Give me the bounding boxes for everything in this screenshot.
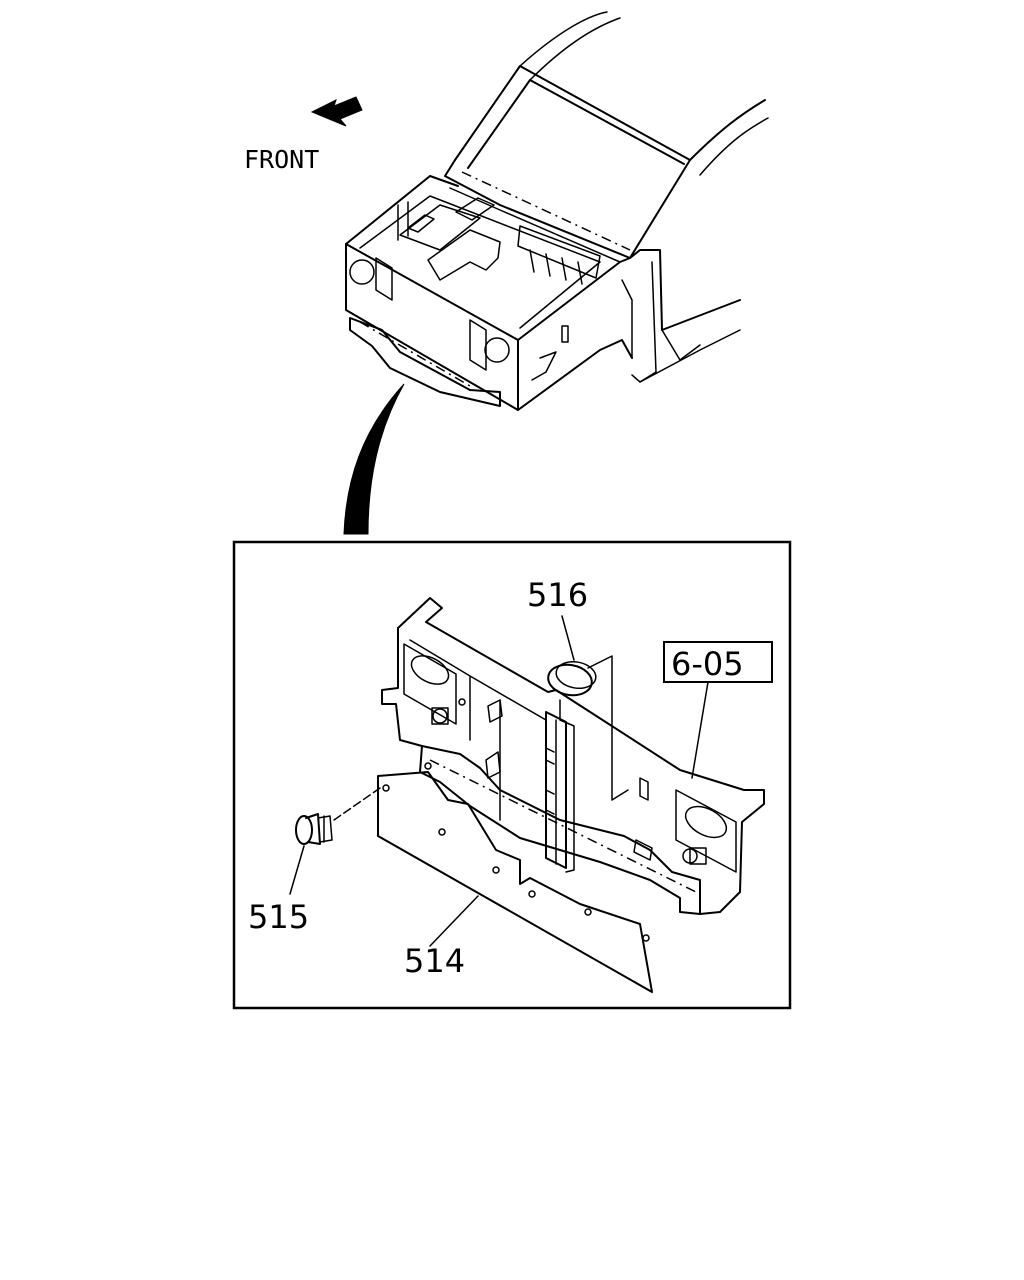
front-label: FRONT (244, 145, 319, 174)
leader-515 (289, 845, 305, 895)
clip-515 (295, 813, 333, 845)
detail-frame (232, 540, 792, 1010)
part-number-516: 516 (527, 576, 588, 614)
part-number-515: 515 (248, 898, 309, 936)
radiator-support-illustration (381, 597, 765, 915)
reference-6-05: 6-05 (671, 645, 744, 683)
leader-ref (691, 681, 709, 779)
detail-pointer-arrow (343, 383, 405, 535)
seal-panel-514 (377, 771, 653, 993)
vehicle-body-illustration (345, 11, 769, 411)
front-arrow-icon (310, 96, 363, 127)
leader-515-clip (333, 787, 381, 821)
leader-514 (429, 895, 479, 947)
pad-516 (547, 660, 597, 697)
part-number-514: 514 (404, 942, 465, 980)
reference-box (663, 641, 773, 683)
leader-516-label (561, 615, 575, 661)
leader-516-pad (587, 655, 629, 801)
